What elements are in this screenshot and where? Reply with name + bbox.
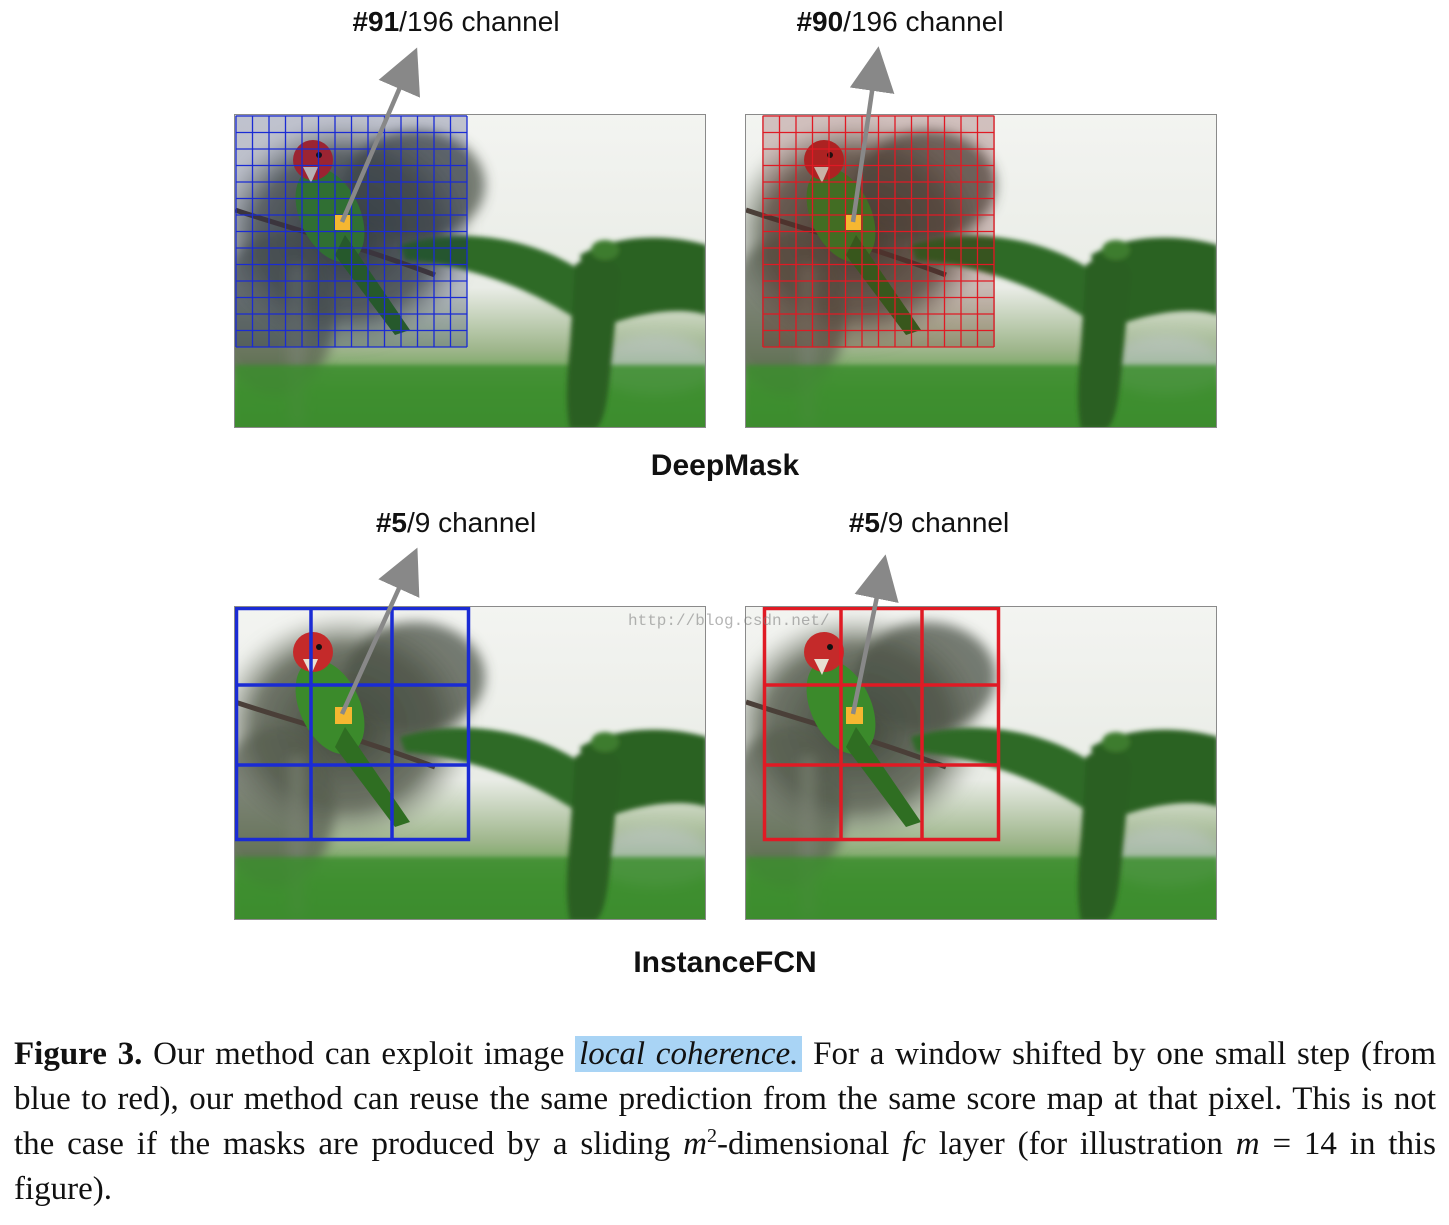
caption-text-1: Our method can exploit image [142, 1036, 576, 1072]
instancefcn-panel-red [745, 606, 1217, 920]
label-channel-90: #90/196 channel [796, 6, 1004, 37]
watermark: http://blog.csdn.net/ [628, 612, 830, 630]
parrot-photo [235, 607, 706, 920]
deepmask-panel-blue [234, 114, 706, 428]
parrot-photo [746, 607, 1217, 920]
caption-text-3: -dimensional [716, 1126, 903, 1162]
math-exponent: 2 [706, 1125, 717, 1147]
caption-text-2: For a window shifted by one small step (… [14, 1036, 1436, 1162]
deepmask-panel-red [745, 114, 1217, 428]
label-channel-91: #91/196 channel [352, 6, 560, 37]
section-title-deepmask: DeepMask [650, 449, 800, 482]
fine-grid-red [762, 115, 995, 348]
parrot-photo [746, 115, 1217, 428]
math-fc: fc [902, 1126, 926, 1162]
arrow-overlay [339, 46, 899, 715]
section-title-instancefcn: InstanceFCN [633, 946, 817, 979]
label-channel-5-right: #5/9 channel [848, 507, 1010, 538]
pixel-marker [846, 215, 861, 230]
parrot-photo [235, 115, 706, 428]
pixel-marker [335, 215, 350, 230]
caption-text-4: layer (for illustration [925, 1126, 1236, 1162]
math-m-2: m [1235, 1126, 1260, 1162]
math-m: m [683, 1126, 707, 1162]
figure-label: Figure 3. [14, 1036, 143, 1072]
highlighted-text[interactable]: local coherence. [575, 1036, 803, 1072]
pixel-marker [335, 707, 352, 724]
label-channel-5-left: #5/9 channel [375, 507, 537, 538]
caption-text-5: = 14 in this figure). [14, 1126, 1436, 1207]
figure-caption: Figure 3. Our method can exploit image l… [14, 1032, 1436, 1212]
pixel-marker [846, 707, 863, 724]
instancefcn-panel-blue [234, 606, 706, 920]
